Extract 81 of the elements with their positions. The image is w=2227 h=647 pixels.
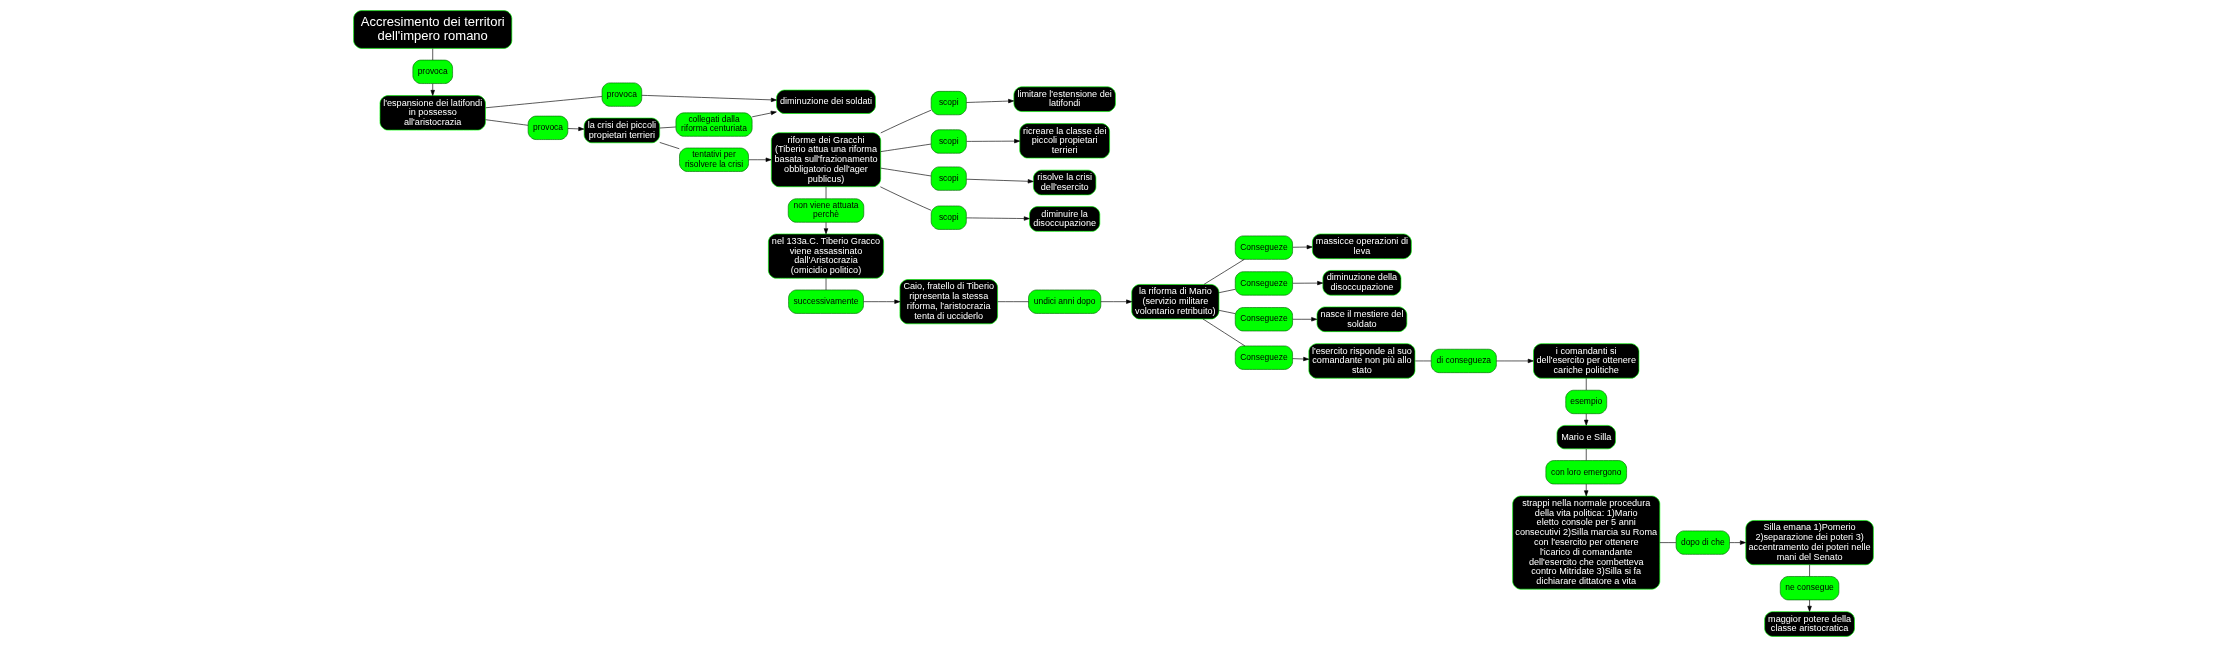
node-box: Consegueze xyxy=(1234,307,1293,332)
arrow xyxy=(567,126,585,132)
connector xyxy=(825,186,827,199)
node-box: di consegueza xyxy=(1430,348,1497,373)
node-box: ricreare la classe dei piccoli propietari terrieri xyxy=(1019,123,1110,159)
node-box: diminuzione della disoccupazione xyxy=(1322,270,1402,296)
arrow xyxy=(748,157,772,162)
connector xyxy=(1414,360,1432,362)
arrow xyxy=(966,98,1015,104)
arrow xyxy=(966,178,1034,184)
connector xyxy=(825,277,827,291)
connector xyxy=(432,48,434,61)
node-box: maggior potere della classe aristocratica xyxy=(1764,611,1855,637)
node-box: scopi xyxy=(930,205,967,230)
node-box: scopi xyxy=(930,129,967,154)
connector xyxy=(1202,318,1246,347)
arrow xyxy=(1807,599,1812,612)
node-box: l'espansione dei latifondi in possesso all'aristocrazia xyxy=(379,95,486,131)
node-box: dopo di che xyxy=(1675,530,1730,555)
arrow xyxy=(1584,483,1589,497)
node-box: scopi xyxy=(930,166,967,191)
node-box: collegati dalla riforma centuriata xyxy=(675,112,753,137)
node-box: diminuzione dei soldati xyxy=(776,89,876,114)
node-box: con loro emergono xyxy=(1545,460,1627,485)
node-box: Caio, fratello di Tiberio ripresenta la stessa riforma, l'aristocrazia tenta di ucciderlo xyxy=(899,279,998,325)
node-box: risolve la crisi dell'esercito xyxy=(1033,169,1097,196)
node-box: riforme dei Gracchi (Tiberio attua una riforma basata sull'frazionamento obbligatorio dell'ager publicus) xyxy=(771,132,882,188)
node-box: esempio xyxy=(1565,389,1608,414)
arrow xyxy=(823,222,829,235)
connector xyxy=(880,167,932,177)
node-box: l'esercito risponde al suo comandante non più allo stato xyxy=(1308,343,1416,379)
connector xyxy=(1218,310,1236,314)
connector xyxy=(997,301,1029,302)
node-box: successivamente xyxy=(788,289,864,314)
node-box: Mario e Silla xyxy=(1556,425,1616,450)
connector xyxy=(1659,542,1677,543)
connector xyxy=(880,143,932,152)
node-box: Silla emana 1)Pomerio 2)separazione dei poteri 3) accentramento dei poteri nelle mani del Senato xyxy=(1745,520,1874,566)
node-box: strappi nella normale procedura della vita politica: 1)Mario eletto console per 5 anni consecutivi 2)Silla marcia su Roma con l'esercito per ottenere l'icarico di comandante dell'esercito che combetteva contro Mitridate 3)Silla si fa dichiarare dittatore a vita xyxy=(1512,495,1661,590)
node-box: la crisi dei piccoli propietari terrieri xyxy=(583,117,660,144)
arrow xyxy=(1292,356,1310,362)
node-box: provoca xyxy=(601,82,643,107)
node-box: ne consegue xyxy=(1779,576,1840,601)
arrow xyxy=(1292,317,1318,322)
arrow xyxy=(751,110,777,118)
node-box: Consegueze xyxy=(1234,235,1293,260)
connector xyxy=(1218,289,1236,293)
arrow xyxy=(863,299,901,304)
connector xyxy=(485,119,529,126)
connector xyxy=(1585,448,1587,461)
node-box: scopi xyxy=(930,91,967,116)
arrow xyxy=(1729,540,1746,545)
node-box: nel 133a.C. Tiberio Gracco viene assassinato dall'Aristocrazia (omicidio politico) xyxy=(768,233,884,279)
arrow xyxy=(430,83,435,96)
node-box: non viene attuata perchè xyxy=(787,198,865,223)
arrow xyxy=(1100,299,1133,304)
arrow xyxy=(1292,280,1324,286)
arrow xyxy=(641,94,777,103)
node-box: limitare l'estensione dei latifondi xyxy=(1013,86,1116,112)
arrow xyxy=(966,139,1021,144)
node-box: Consegueze xyxy=(1234,345,1293,370)
connector xyxy=(659,126,677,129)
node-box: undici anni dopo xyxy=(1028,289,1102,314)
node-box: nasce il mestiere del soldato xyxy=(1316,306,1408,332)
connector xyxy=(1203,259,1245,285)
node-box: tentativi per risolvere la crisi xyxy=(679,147,749,172)
connector xyxy=(485,96,603,109)
arrow xyxy=(1292,244,1313,250)
node-box: provoca xyxy=(412,59,453,84)
node-box: Consegueze xyxy=(1234,271,1293,296)
arrow xyxy=(966,216,1030,221)
arrow xyxy=(1584,413,1589,426)
node-box: Accresimento dei territori dell'impero romano xyxy=(353,10,513,49)
node-box: la riforma di Mario (servizio militare volontario retribuito) xyxy=(1131,284,1220,320)
connector xyxy=(1585,377,1587,391)
connector xyxy=(1809,564,1810,577)
node-box: massicce operazioni di leva xyxy=(1312,233,1412,260)
arrow xyxy=(1496,358,1534,364)
node-box: provoca xyxy=(527,115,569,140)
node-box: i comandanti si dell'esercito per ottenere cariche politiche xyxy=(1533,343,1640,379)
node-box: diminuire la disoccupazione xyxy=(1029,206,1101,232)
